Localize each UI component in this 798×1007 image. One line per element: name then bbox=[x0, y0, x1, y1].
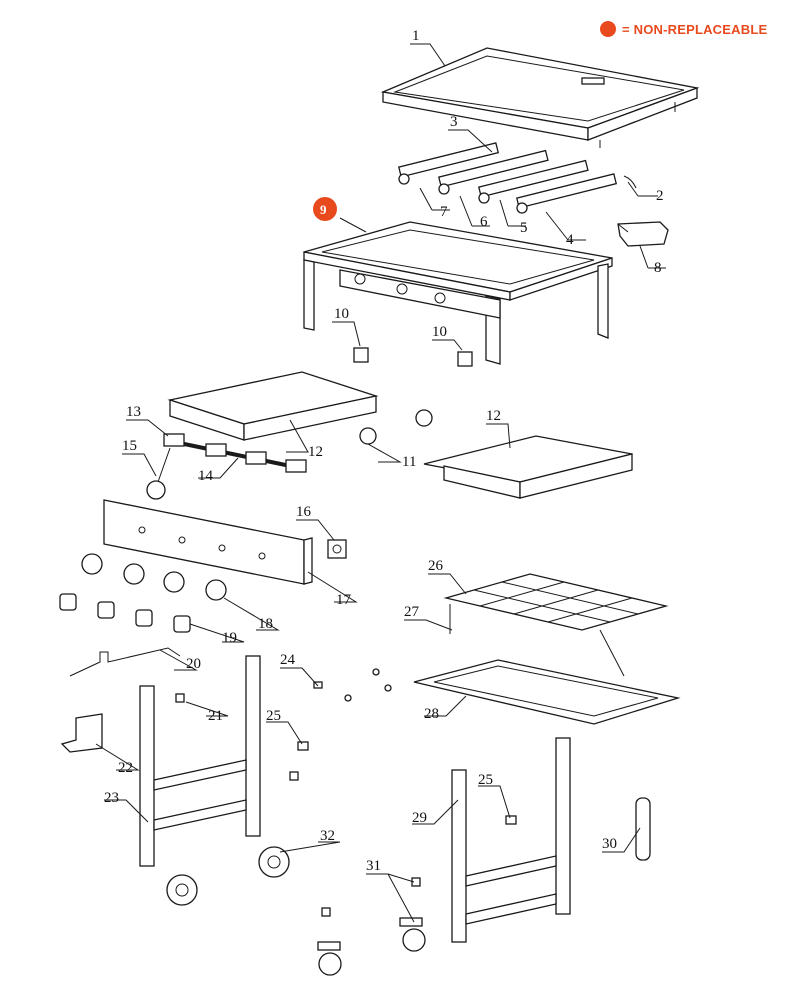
label-part-1: 1 bbox=[412, 28, 420, 44]
part-grease-cup bbox=[617, 221, 669, 247]
part-burners bbox=[398, 142, 637, 214]
label-part-28: 28 bbox=[424, 706, 439, 722]
label-part-16: 16 bbox=[296, 504, 312, 520]
label-part-29: 29 bbox=[412, 810, 427, 826]
label-part-31: 31 bbox=[366, 858, 381, 874]
label-part-25b: 25 bbox=[478, 772, 493, 788]
label-part-14: 14 bbox=[198, 468, 214, 484]
label-part-27: 27 bbox=[404, 604, 420, 620]
label-part-30: 30 bbox=[602, 836, 617, 852]
part-brackets bbox=[353, 347, 473, 367]
part-knobs bbox=[59, 593, 191, 633]
part-left-leg-assembly bbox=[139, 655, 290, 906]
legend: = NON-REPLACEABLE bbox=[600, 21, 767, 37]
label-part-12b: 12 bbox=[486, 408, 501, 424]
label-part-22: 22 bbox=[118, 760, 133, 776]
label-part-23: 23 bbox=[104, 790, 119, 806]
part-side-shelves bbox=[167, 371, 633, 499]
part-frame bbox=[303, 221, 613, 365]
non-replaceable-marker-icon bbox=[600, 21, 616, 37]
label-part-2: 2 bbox=[656, 188, 664, 204]
part-griddle-top bbox=[380, 47, 700, 148]
label-part-18: 18 bbox=[258, 616, 273, 632]
part-bottom-frame bbox=[413, 659, 681, 725]
label-part-11: 11 bbox=[402, 454, 416, 470]
label-part-26: 26 bbox=[428, 558, 444, 574]
label-part-7: 7 bbox=[440, 204, 448, 220]
part-bezels bbox=[81, 553, 227, 601]
part-9-marker-icon bbox=[313, 197, 337, 221]
part-wire-grid bbox=[443, 573, 669, 677]
part-igniter bbox=[327, 539, 347, 559]
label-part-13: 13 bbox=[126, 404, 141, 420]
legend-text: = NON-REPLACEABLE bbox=[622, 21, 768, 37]
label-part-15: 15 bbox=[122, 438, 137, 454]
label-part-3: 3 bbox=[450, 114, 458, 130]
label-part-5: 5 bbox=[520, 220, 528, 236]
label-part-21: 21 bbox=[208, 708, 223, 724]
part-manifold bbox=[146, 433, 307, 500]
label-part-20: 20 bbox=[186, 656, 201, 672]
label-part-32: 32 bbox=[320, 828, 335, 844]
part-small-hardware bbox=[175, 668, 517, 825]
label-part-17: 17 bbox=[336, 592, 352, 608]
label-part-4: 4 bbox=[566, 232, 574, 248]
label-part-24: 24 bbox=[280, 652, 296, 668]
part-right-leg-assembly bbox=[451, 737, 571, 943]
part-hook bbox=[60, 713, 103, 753]
label-part-8: 8 bbox=[654, 260, 662, 276]
label-part-12a: 12 bbox=[308, 444, 323, 460]
label-part-6: 6 bbox=[480, 214, 488, 230]
part-casters bbox=[317, 877, 426, 976]
part-handle bbox=[635, 797, 651, 861]
part-wire bbox=[69, 647, 181, 677]
label-part-25a: 25 bbox=[266, 708, 281, 724]
label-part-10b: 10 bbox=[432, 324, 447, 340]
label-part-9: 9 bbox=[320, 202, 327, 217]
part-gas-pipe bbox=[357, 409, 433, 445]
part-control-panel bbox=[103, 499, 313, 585]
label-part-19: 19 bbox=[222, 630, 237, 646]
label-part-10a: 10 bbox=[334, 306, 349, 322]
leader-lines bbox=[95, 43, 666, 923]
